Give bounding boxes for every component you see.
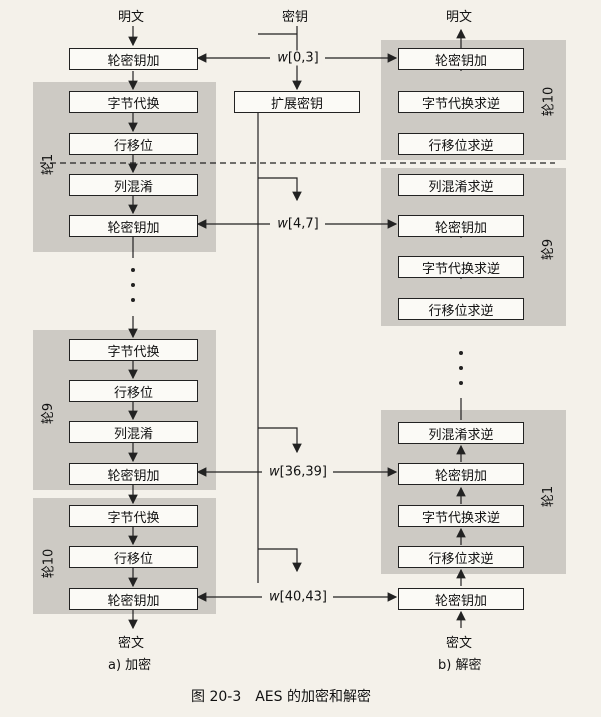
enc-r1-addroundkey: 轮密钥加 bbox=[69, 215, 198, 237]
dec-r9-invsubbytes: 字节代换求逆 bbox=[398, 256, 524, 278]
w-40-43-label: w[40,43] bbox=[265, 589, 331, 605]
w-4-7-label: w[4,7] bbox=[274, 216, 322, 232]
figure-caption: 图 20-3 AES 的加密和解密 bbox=[191, 689, 371, 705]
enc-r1-mixcolumns: 列混淆 bbox=[69, 174, 198, 196]
enc-r1-subbytes: 字节代换 bbox=[69, 91, 198, 113]
enc-round9-label: 轮9 bbox=[41, 402, 57, 425]
dec-ellipsis-dot bbox=[459, 351, 463, 355]
dec-final-addroundkey: 轮密钥加 bbox=[398, 588, 524, 610]
dec-r10-invsubbytes: 字节代换求逆 bbox=[398, 91, 524, 113]
dec-initial-addroundkey: 轮密钥加 bbox=[398, 48, 524, 70]
dec-ellipsis-dot bbox=[459, 381, 463, 385]
dec-r9-invmixcolumns: 列混淆求逆 bbox=[398, 174, 524, 196]
w-36-39-label: w[36,39] bbox=[265, 464, 331, 480]
enc-ellipsis-dot bbox=[131, 283, 135, 287]
dec-ellipsis-dot bbox=[459, 366, 463, 370]
enc-r10-addroundkey: 轮密钥加 bbox=[69, 588, 198, 610]
key-expansion-box: 扩展密钥 bbox=[234, 91, 360, 113]
dec-plaintext-label: 明文 bbox=[446, 10, 473, 25]
enc-r1-shiftrows: 行移位 bbox=[69, 133, 198, 155]
enc-ciphertext-label: 密文 bbox=[118, 636, 145, 651]
dec-round1-label: 轮1 bbox=[541, 485, 557, 508]
enc-round1-label: 轮1 bbox=[41, 153, 57, 176]
w-0-3-label: w[0,3] bbox=[274, 50, 322, 66]
enc-r10-shiftrows: 行移位 bbox=[69, 546, 198, 568]
enc-initial-addroundkey: 轮密钥加 bbox=[69, 48, 198, 70]
dec-round9-label: 轮9 bbox=[541, 238, 557, 261]
dec-r1-invsubbytes: 字节代换求逆 bbox=[398, 505, 524, 527]
enc-round10-label: 轮10 bbox=[41, 548, 57, 579]
enc-r9-addroundkey: 轮密钥加 bbox=[69, 463, 198, 485]
dec-r9-invshiftrows: 行移位求逆 bbox=[398, 298, 524, 320]
enc-plaintext-label: 明文 bbox=[118, 10, 145, 25]
dec-r10-invshiftrows: 行移位求逆 bbox=[398, 133, 524, 155]
dec-r1-invmixcolumns: 列混淆求逆 bbox=[398, 422, 524, 444]
dec-r1-invshiftrows: 行移位求逆 bbox=[398, 546, 524, 568]
dec-caption: b) 解密 bbox=[438, 658, 482, 673]
enc-ellipsis-dot bbox=[131, 298, 135, 302]
dec-r1-addroundkey: 轮密钥加 bbox=[398, 463, 524, 485]
enc-r9-shiftrows: 行移位 bbox=[69, 380, 198, 402]
enc-r9-mixcolumns: 列混淆 bbox=[69, 421, 198, 443]
dec-r9-addroundkey: 轮密钥加 bbox=[398, 215, 524, 237]
dec-ciphertext-label: 密文 bbox=[446, 636, 473, 651]
enc-r9-subbytes: 字节代换 bbox=[69, 339, 198, 361]
enc-caption: a) 加密 bbox=[108, 658, 152, 673]
enc-ellipsis-dot bbox=[131, 268, 135, 272]
key-label: 密钥 bbox=[282, 10, 309, 25]
enc-r10-subbytes: 字节代换 bbox=[69, 505, 198, 527]
dec-round10-label: 轮10 bbox=[541, 86, 557, 117]
